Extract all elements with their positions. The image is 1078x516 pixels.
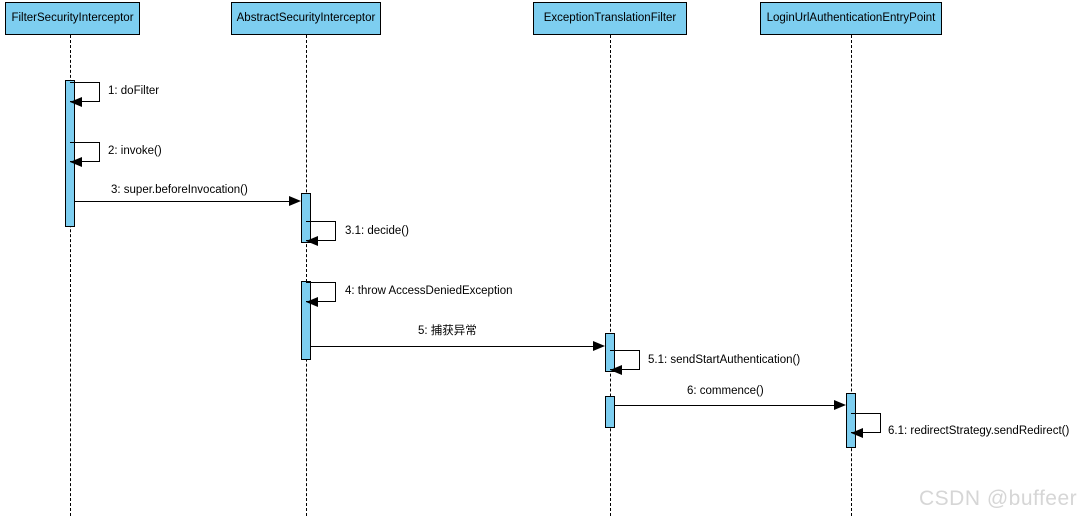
arrow-head-5 [593, 341, 605, 351]
activation-bar-p2-second [301, 281, 311, 360]
lifeline-abstractsecurityinterceptor [306, 35, 307, 516]
message-label-3-1: 3.1: decide() [345, 225, 409, 237]
message-label-6: 6: commence() [687, 385, 764, 397]
arrow-head-3 [289, 196, 301, 206]
message-label-3: 3: super.beforeInvocation() [111, 184, 248, 196]
participant-box-abstractsecurityinterceptor[interactable]: AbstractSecurityInterceptor [231, 2, 381, 35]
self-loop-6-1 [851, 413, 881, 433]
arrow-head-6 [834, 400, 846, 410]
watermark: CSDN @buffeer [919, 487, 1078, 510]
arrow-head-1 [70, 97, 82, 107]
lifeline-loginurlauthenticationentrypoint [851, 35, 852, 516]
message-label-1: 1: doFilter [108, 85, 160, 97]
arrow-head-6-1 [851, 428, 863, 438]
message-label-2: 2: invoke() [108, 145, 162, 157]
lifeline-exceptiontranslationfilter [610, 35, 611, 516]
activation-bar-p3-second [605, 396, 615, 428]
participant-label: AbstractSecurityInterceptor [236, 11, 376, 24]
self-loop-5-1 [610, 350, 640, 370]
arrow-head-5-1 [610, 365, 622, 375]
message-line-5 [311, 346, 593, 347]
arrow-head-4 [306, 297, 318, 307]
participant-box-filtersecurityinterceptor[interactable]: FilterSecurityInterceptor [5, 2, 140, 35]
message-label-6-1: 6.1: redirectStrategy.sendRedirect() [888, 425, 1070, 437]
self-loop-2 [70, 142, 100, 162]
message-line-6 [615, 405, 834, 406]
message-line-3 [75, 201, 289, 202]
participant-label: ExceptionTranslationFilter [543, 11, 677, 24]
arrow-head-3-1 [306, 236, 318, 246]
participant-box-loginurlauthenticationentrypoint[interactable]: LoginUrlAuthenticationEntryPoint [760, 2, 942, 35]
message-label-5: 5: 捕获异常 [418, 325, 477, 337]
activation-bar-p1 [65, 80, 75, 227]
self-loop-4 [306, 282, 336, 302]
participant-label: LoginUrlAuthenticationEntryPoint [766, 11, 936, 24]
message-label-5-1: 5.1: sendStartAuthentication() [648, 354, 801, 366]
participant-box-exceptiontranslationfilter[interactable]: ExceptionTranslationFilter [533, 2, 687, 35]
self-loop-1 [70, 82, 100, 102]
self-loop-3-1 [306, 221, 336, 241]
arrow-head-2 [70, 157, 82, 167]
message-label-4: 4: throw AccessDeniedException [345, 285, 513, 297]
lifeline-filtersecurityinterceptor [70, 35, 71, 516]
activation-bar-p4 [846, 393, 856, 448]
participant-label: FilterSecurityInterceptor [11, 11, 134, 24]
